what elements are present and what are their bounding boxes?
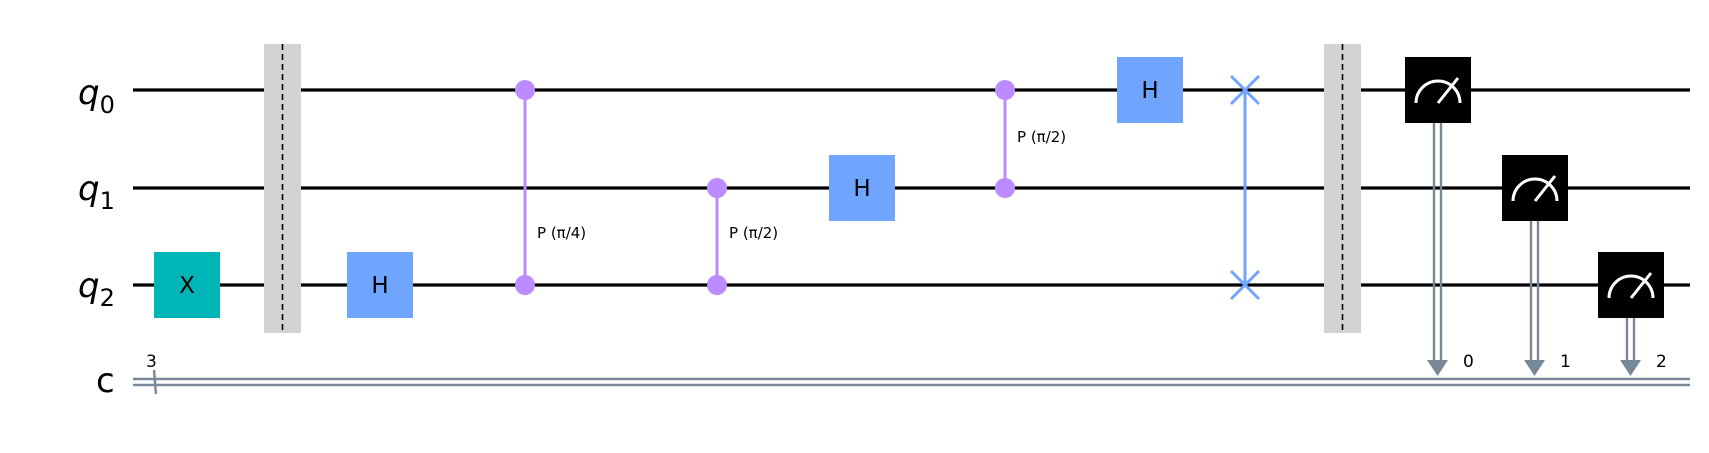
cp-gate-pi2-a-dot-q2 [707,275,727,295]
x-gate-label: X [179,273,195,299]
classical-wire: 3 [133,352,1690,395]
measure-q1-needle-icon [1533,175,1557,202]
measure-q1-bit: 1 [1560,352,1571,372]
measure-q0: 0 [1405,57,1474,376]
h-gate-q1-label: H [853,176,870,202]
x-gate: X [154,252,220,318]
measure-q2-needle-icon [1629,272,1653,299]
swap-gate-x-q0-b [1229,74,1261,106]
q2-letter: q [78,266,100,306]
measure-q0-needle-icon [1436,77,1460,104]
q1-label: q1 [78,169,115,215]
swap-gate-x-q2-b [1229,269,1261,301]
measure-q0-dial-icon [1414,79,1462,104]
q0-letter: q [78,73,100,113]
cp-gate-pi2-a-label: P (π/2) [729,224,778,242]
measure-q1-dial-icon [1511,177,1559,202]
q2-label: q2 [78,266,115,312]
cp-gate-pi2-b: P (π/2) [995,80,1066,198]
measure-q1: 1 [1502,155,1571,376]
cp-gate-pi4: P (π/4) [515,80,586,295]
q1-subscript: 1 [100,187,115,215]
c-label: c [96,361,115,401]
barrier-2 [1324,44,1361,333]
cp-gate-pi4-dot-q2 [515,275,535,295]
q1-letter: q [78,169,100,209]
cp-gate-pi2-b-label: P (π/2) [1017,128,1066,146]
classical-size: 3 [146,352,157,372]
measure-q2-box [1598,252,1664,318]
h-gate-q0-box [1117,57,1183,123]
measure-q2-arrow [1620,360,1641,376]
q0-subscript: 0 [100,91,115,119]
swap-gate [1229,74,1261,301]
h-gate-q2-box [347,252,413,318]
measure-q0-arrow [1427,360,1448,376]
measure-q0-bit: 0 [1463,352,1474,372]
x-gate-box [154,252,220,318]
cp-gate-pi2-b-dot-q1 [995,178,1015,198]
register-labels: q0 q1 q2 c [78,73,115,401]
q2-subscript: 2 [100,284,115,312]
q0-label: q0 [78,73,115,119]
cp-gate-pi2-b-dot-q0 [995,80,1015,100]
h-gate-q0: H [1117,57,1183,123]
measure-q1-box [1502,155,1568,221]
measure-q2-dial-icon [1607,274,1655,299]
barrier-1 [264,44,301,333]
h-gate-q2-label: H [371,273,388,299]
cp-gate-pi4-label: P (π/4) [537,224,586,242]
measure-q0-box [1405,57,1471,123]
cp-gate-pi4-dot-q0 [515,80,535,100]
h-gate-q0-label: H [1141,78,1158,104]
measure-q2: 2 [1598,252,1667,376]
cp-gate-pi2-a-dot-q1 [707,178,727,198]
h-gate-q2: H [347,252,413,318]
h-gate-q1: H [829,155,895,221]
measure-q2-bit: 2 [1656,352,1667,372]
cp-gate-pi2-a: P (π/2) [707,178,778,295]
measure-q1-arrow [1524,360,1545,376]
h-gate-q1-box [829,155,895,221]
classical-slash [152,369,158,395]
